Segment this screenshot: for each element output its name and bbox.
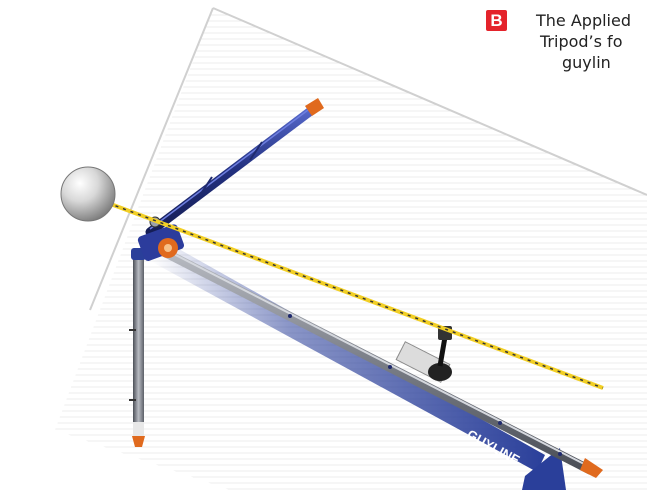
callout-box: B The Applied Tripod’s fo guylin	[486, 10, 647, 100]
tripod-leg-long	[155, 245, 595, 475]
callout-text: The Applied Tripod’s fo guylin	[536, 10, 647, 73]
tripod-leg-upper	[145, 105, 317, 237]
shadow-edge-top	[212, 7, 647, 196]
callout-line-2: Tripod’s fo	[540, 32, 623, 51]
ground-shadow	[55, 8, 647, 490]
foot-tip-vertical	[132, 436, 145, 447]
callout-line-3: guylin	[562, 53, 611, 72]
tripod-head	[137, 216, 184, 261]
callout-badge: B	[486, 10, 507, 31]
shadow-edge-left	[89, 7, 214, 311]
callout-line-1: The Applied	[536, 11, 631, 30]
foot-tip-upper	[305, 98, 324, 116]
winch	[395, 326, 452, 383]
ball-anchor	[60, 166, 116, 222]
guyline-rope	[107, 201, 604, 390]
foot-tip-long	[580, 458, 603, 478]
